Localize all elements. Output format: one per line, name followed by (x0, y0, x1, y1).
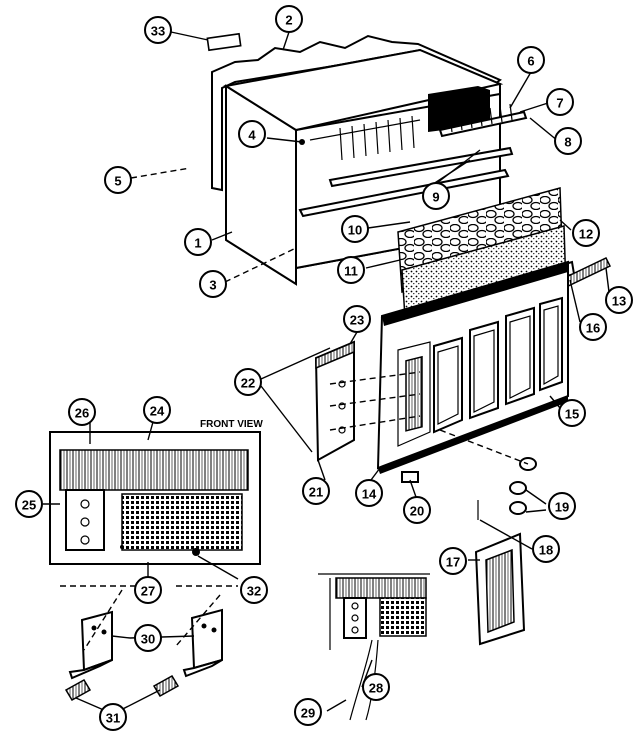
callout-number: 24 (150, 404, 165, 419)
callout-22: 22 (234, 368, 262, 396)
callout-number: 3 (209, 278, 216, 293)
callout-16: 16 (579, 313, 607, 341)
callout-3: 3 (199, 270, 227, 298)
callout-21: 21 (302, 477, 330, 505)
leader-lines (43, 31, 610, 715)
callout-number: 8 (564, 135, 571, 150)
front-grille (376, 260, 569, 474)
callout-11: 11 (337, 256, 365, 284)
callout-32: 32 (240, 576, 268, 604)
front-view-label: FRONT VIEW (200, 419, 263, 430)
callout-number: 32 (247, 584, 261, 599)
callout-number: 19 (555, 500, 569, 515)
callout-number: 1 (194, 236, 201, 251)
callout-29: 29 (294, 698, 322, 726)
callout-14: 14 (355, 479, 383, 507)
callout-7: 7 (546, 88, 574, 116)
front-view-unit: FRONT VIEW (49, 419, 263, 565)
callout-23: 23 (343, 305, 371, 333)
callout-number: 18 (539, 543, 553, 558)
callout-4: 4 (238, 120, 266, 148)
callout-2: 2 (275, 5, 303, 33)
callout-number: 11 (344, 264, 358, 279)
callout-13: 13 (605, 286, 633, 314)
callout-number: 2 (285, 13, 292, 28)
callout-17: 17 (439, 547, 467, 575)
access-door (474, 532, 526, 646)
callout-number: 22 (241, 376, 255, 391)
callout-24: 24 (143, 396, 171, 424)
callout-number: 12 (579, 227, 593, 242)
callout-18: 18 (532, 535, 560, 563)
callout-30: 30 (134, 624, 162, 652)
nameplate-label (206, 32, 242, 52)
callout-31: 31 (99, 703, 127, 731)
callout-1: 1 (184, 228, 212, 256)
callout-number: 21 (309, 485, 323, 500)
callout-26: 26 (68, 398, 96, 426)
callout-25: 25 (15, 490, 43, 518)
callout-number: 33 (151, 24, 165, 39)
callout-number: 20 (410, 504, 424, 519)
side-curtain (314, 340, 355, 462)
callout-number: 30 (141, 632, 155, 647)
callout-28: 28 (362, 673, 390, 701)
callout-15: 15 (558, 399, 586, 427)
callout-number: 7 (556, 96, 563, 111)
callout-10: 10 (341, 215, 369, 243)
callout-number: 17 (446, 555, 460, 570)
callout-number: 29 (301, 706, 315, 721)
callout-12: 12 (572, 219, 600, 247)
callout-number: 14 (362, 487, 377, 502)
callout-number: 27 (141, 584, 155, 599)
callout-20: 20 (403, 496, 431, 524)
callout-6: 6 (517, 46, 545, 74)
callout-number: 16 (586, 321, 600, 336)
callout-33: 33 (144, 16, 172, 44)
callout-number: 25 (22, 498, 36, 513)
callout-number: 10 (348, 223, 362, 238)
callout-number: 26 (75, 406, 89, 421)
callout-number: 31 (106, 711, 120, 726)
mounting-brackets (64, 608, 223, 702)
callout-number: 5 (114, 174, 121, 189)
callout-number: 4 (248, 128, 256, 143)
callout-9: 9 (422, 182, 450, 210)
callout-19: 19 (548, 492, 576, 520)
callout-number: 9 (432, 190, 439, 205)
callout-number: 23 (350, 313, 364, 328)
callout-number: 28 (369, 681, 383, 696)
callout-5: 5 (104, 166, 132, 194)
power-cord-detail (318, 573, 430, 721)
callout-number: 6 (527, 54, 534, 69)
callout-8: 8 (554, 127, 582, 155)
callout-number: 15 (565, 407, 579, 422)
callout-number: 13 (612, 294, 626, 309)
callout-27: 27 (134, 576, 162, 604)
